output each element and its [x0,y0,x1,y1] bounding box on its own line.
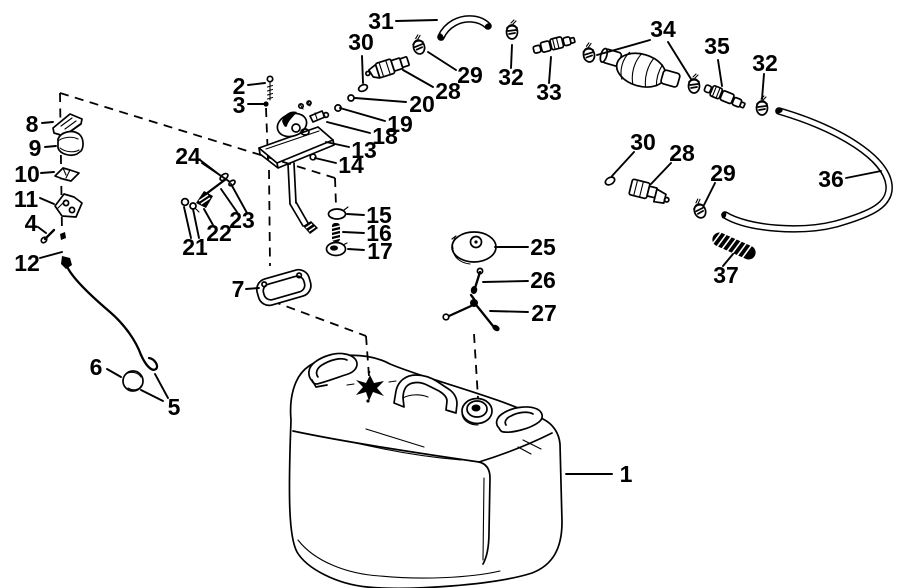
callout-29a: 29 [457,62,483,88]
hose-part36-drawing [721,107,893,233]
valve-cluster-drawing [180,172,236,213]
fuel-tank-drawing [288,352,563,588]
callout-6: 6 [90,354,103,380]
callout-37: 37 [713,262,739,288]
callout-3: 3 [233,92,246,118]
callout-7: 7 [232,276,245,302]
callout-32b: 32 [752,50,778,76]
spring-part37-drawing [710,230,756,260]
pin-part26-drawing [470,267,484,294]
callout-17: 17 [367,238,393,264]
callout-34: 34 [650,16,676,42]
callout-26: 26 [530,267,556,293]
tank-front-bracket [308,352,358,388]
connector-part28b-drawing [628,178,670,204]
callout-23: 23 [229,207,255,233]
primer-bulb-drawing [599,47,681,88]
fuel-pickup-assembly-drawing [258,100,335,169]
callout-16: 16 [366,220,392,246]
leader-lines [37,19,882,475]
screw-part4-drawing [40,228,56,244]
callout-19: 19 [387,111,413,137]
tank-rear-bracket [495,406,543,433]
clamp-part29a-drawing [412,34,426,55]
spring-part16-drawing [331,223,341,242]
callout-30a: 30 [348,29,374,55]
callout-28b: 28 [669,140,695,166]
float-drawing [122,370,144,392]
gauge-dial-drawing [451,231,497,265]
callout-15: 15 [366,202,392,228]
tank-handle [393,374,458,414]
callout-5: 5 [168,394,181,420]
callout-11: 11 [14,186,39,212]
fitting-part35-drawing [703,84,746,109]
float-arm-drawing [60,232,159,371]
callout-22: 22 [206,220,232,246]
callout-30b: 30 [630,129,656,155]
callout-32a: 32 [498,64,524,90]
connector-part28a-drawing [365,56,410,79]
callout-13: 13 [351,137,377,163]
gauge-cap-plate-drawing [52,113,83,137]
callout-21: 21 [182,234,208,260]
callout-1: 1 [620,461,633,487]
fitting-part33-drawing [532,36,576,54]
clamp-part29b-drawing [693,198,707,219]
callout-12: 12 [14,250,40,276]
clamp-part34-right-drawing [687,73,701,94]
cap-part15-drawing [327,206,349,220]
gasket-drawing [255,268,312,307]
clamp-part32a-drawing [505,19,519,40]
clamp-part34-left-drawing [582,42,596,63]
callout-10: 10 [14,161,40,187]
grommet-part17-drawing [325,241,348,257]
callout-8: 8 [26,111,39,137]
callouts: 1 2 3 4 5 6 7 8 9 10 11 12 13 14 15 16 1… [14,8,844,487]
tank-mount-cross [346,370,397,403]
callout-29b: 29 [710,160,736,186]
gauge-cup-drawing [57,130,84,157]
oring-part30b-drawing [604,176,616,186]
callout-25: 25 [530,234,556,260]
callout-9: 9 [29,135,42,161]
pickup-tube-drawing [287,162,318,234]
washer-part3-drawing [263,101,269,107]
hose-part31-drawing [437,15,492,41]
ball-part20-drawing [347,94,355,102]
callout-36: 36 [818,166,844,192]
callout-20: 20 [409,91,435,117]
callout-28a: 28 [435,78,461,104]
callout-27: 27 [531,300,557,326]
callout-4: 4 [25,210,38,236]
callout-14: 14 [338,152,364,178]
callout-2: 2 [233,73,246,99]
tank-filler-neck [461,397,493,426]
gauge-base-bracket-drawing [54,193,83,218]
callout-31: 31 [368,8,394,34]
oring-part30a-drawing [357,83,369,93]
screw-part2-drawing [266,75,274,101]
callout-18: 18 [372,123,398,149]
float-bracket-part27-drawing [442,293,500,332]
gauge-bracket-drawing [54,167,80,182]
callout-24: 24 [175,143,201,169]
callout-35: 35 [704,33,730,59]
dashed-guide-lines [59,92,479,399]
callout-33: 33 [536,79,562,105]
